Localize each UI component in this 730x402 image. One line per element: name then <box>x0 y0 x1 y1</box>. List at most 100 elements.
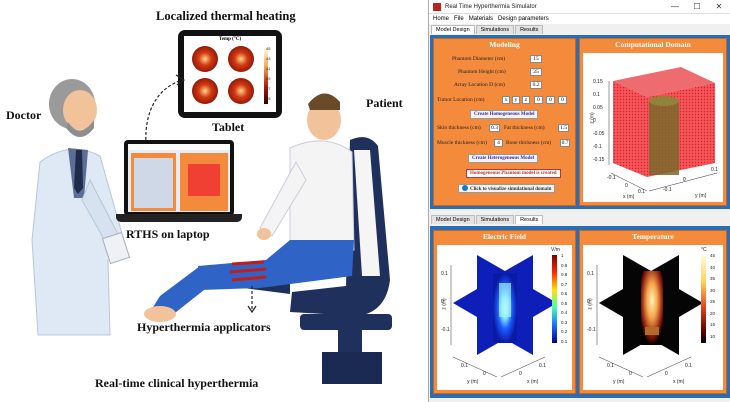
temperature-colorbar-tick: 45 <box>710 253 716 258</box>
visualize-domain-label: Click to visualize simulational domain <box>470 187 552 192</box>
muscle-thickness-field[interactable]: 4 <box>494 139 503 147</box>
domain-3d-plot <box>608 67 718 192</box>
bone-thickness-field[interactable]: 0.7 <box>560 139 570 147</box>
tab-bar: Model Design Simulations Results <box>429 24 730 34</box>
electric-field-colorbar-tick: 0.8 <box>561 272 568 277</box>
temperature-title: Temperature <box>632 232 674 241</box>
skin-thickness-field[interactable]: 0.3 <box>489 124 500 132</box>
menu-materials[interactable]: Materials <box>468 16 494 22</box>
phantom-height-field[interactable]: 25 <box>530 68 542 76</box>
temperature-y-label: y (m) <box>613 379 625 385</box>
tab-model-design[interactable]: Model Design <box>431 25 475 34</box>
domain-z-tick: 0.05 <box>593 105 603 111</box>
window-title: Real Time Hyperthermia Simulator <box>445 3 537 10</box>
electric-field-y-label: y (m) <box>467 379 479 385</box>
temperature-x-tick: 0 <box>665 371 668 377</box>
footer-label: Real-time clinical hyperthermia <box>95 376 259 390</box>
visualize-domain-button[interactable]: Click to visualize simulational domain <box>458 184 556 193</box>
temperature-x-tick: 0.1 <box>685 363 692 369</box>
menu-design-parameters[interactable]: Design parameters <box>498 16 549 22</box>
menu-home[interactable]: Home <box>433 16 450 22</box>
tablet-colorbar-tick: 37 <box>266 86 271 91</box>
domain-x-tick: 0.1 <box>638 189 645 195</box>
electric-field-y-tick: 0 <box>483 371 486 377</box>
thermal-map <box>228 78 254 104</box>
tablet-label: Tablet <box>212 120 245 134</box>
tab-results[interactable]: Results <box>515 25 544 34</box>
electric-field-x-tick: 0.1 <box>539 363 546 369</box>
temperature-y-tick: 0.1 <box>607 363 614 369</box>
data-flow-arrow <box>145 74 186 146</box>
temperature-x-label: x (m) <box>673 379 685 385</box>
electric-field-z-tick: 0.1 <box>441 271 448 277</box>
tablet-colorbar-tick: 41 <box>266 66 271 71</box>
phantom-diameter-label: Phantom Diameter (cm) <box>452 56 506 62</box>
domain-z-tick: -0.1 <box>593 144 602 150</box>
thermal-map <box>228 46 254 72</box>
tumor-y-field[interactable]: 0 <box>546 96 555 104</box>
electric-field-z-tick: 0 <box>441 299 444 305</box>
temperature-z-tick: 0 <box>587 299 590 305</box>
tablet-colorbar-tick: 43 <box>266 56 271 61</box>
create-homogeneous-button[interactable]: Create Homogeneous Model <box>470 110 539 119</box>
electric-field-colorbar-tick: 0.7 <box>561 281 568 287</box>
results-tab-bar: Model Design Simulations Results <box>429 212 730 224</box>
domain-y-label: y (m) <box>695 193 707 199</box>
electric-field-colorbar-tick: 1 <box>561 253 564 258</box>
domain-z-tick: -0.15 <box>593 157 605 163</box>
patient-figure <box>144 93 392 384</box>
electric-field-x-tick: 0 <box>519 371 522 377</box>
status-message: Homogeneous Phantom model is created <box>466 169 561 178</box>
array-location-field[interactable]: 0.2 <box>530 81 542 89</box>
tablet-colorbar-tick: 39 <box>266 76 271 81</box>
tab-results[interactable]: Results <box>515 215 544 224</box>
electric-field-x-label: x (m) <box>527 379 539 385</box>
domain-x-tick: 0 <box>625 183 628 189</box>
patient-label: Patient <box>366 96 403 110</box>
tablet-colorbar-tick: 35 <box>266 96 271 101</box>
tab-model-design[interactable]: Model Design <box>431 215 475 224</box>
fat-thickness-label: Fat thickness (cm) <box>504 125 545 131</box>
bone-thickness-label: Bone thickness (cm) <box>506 140 552 146</box>
temperature-colorbar-tick: 10 <box>710 333 716 339</box>
domain-z-tick: 0.1 <box>593 92 600 98</box>
thermal-map <box>192 78 218 104</box>
laptop-label: RTHS on laptop <box>126 227 210 241</box>
temperature-z-tick: 0.1 <box>587 271 594 277</box>
phantom-height-label: Phantom Height (cm) <box>458 69 506 75</box>
heading-label: Localized thermal heating <box>156 9 296 23</box>
computational-domain-title: Computational Domain <box>615 40 691 49</box>
tab-simulations[interactable]: Simulations <box>475 215 515 224</box>
electric-field-colorbar-tick: 0.4 <box>561 310 568 315</box>
globe-icon <box>462 185 468 191</box>
electric-field-3d-plot <box>450 255 557 378</box>
tab-simulations[interactable]: Simulations <box>475 25 515 34</box>
app-icon <box>433 2 441 11</box>
tumor-z-field[interactable]: 0 <box>558 96 567 104</box>
create-heterogeneous-button[interactable]: Create Heterogeneous Model <box>468 154 539 163</box>
electric-field-y-tick: 0.1 <box>461 363 468 369</box>
tablet-colorbar <box>264 48 268 104</box>
menu-file[interactable]: File <box>454 16 464 22</box>
electric-field-z-label: z (m) <box>441 298 448 310</box>
temperature-colorbar-tick: 25 <box>710 299 716 304</box>
skin-thickness-label: Skin thickness (cm) <box>437 125 481 131</box>
maximize-button[interactable]: ☐ <box>693 2 701 11</box>
temperature-z-label: z (m) <box>587 298 594 310</box>
temperature-unit: °C <box>701 247 707 253</box>
electric-field-colorbar-tick: 0.3 <box>561 319 568 325</box>
close-button[interactable]: ✕ <box>715 2 723 11</box>
tumor-x-field[interactable]: 0 <box>534 96 543 104</box>
domain-z-tick: 0 <box>593 118 596 124</box>
minimize-button[interactable]: — <box>671 2 679 11</box>
menu-bar: Home File Materials Design parameters <box>429 14 730 24</box>
phantom-diameter-field[interactable]: 15 <box>530 55 542 63</box>
applicators-label: Hyperthermia applicators <box>137 320 271 334</box>
array-location-label: Array Location D (cm) <box>454 82 505 88</box>
domain-z-label: z (m) <box>589 112 596 124</box>
fat-thickness-field[interactable]: 1.5 <box>558 124 569 132</box>
